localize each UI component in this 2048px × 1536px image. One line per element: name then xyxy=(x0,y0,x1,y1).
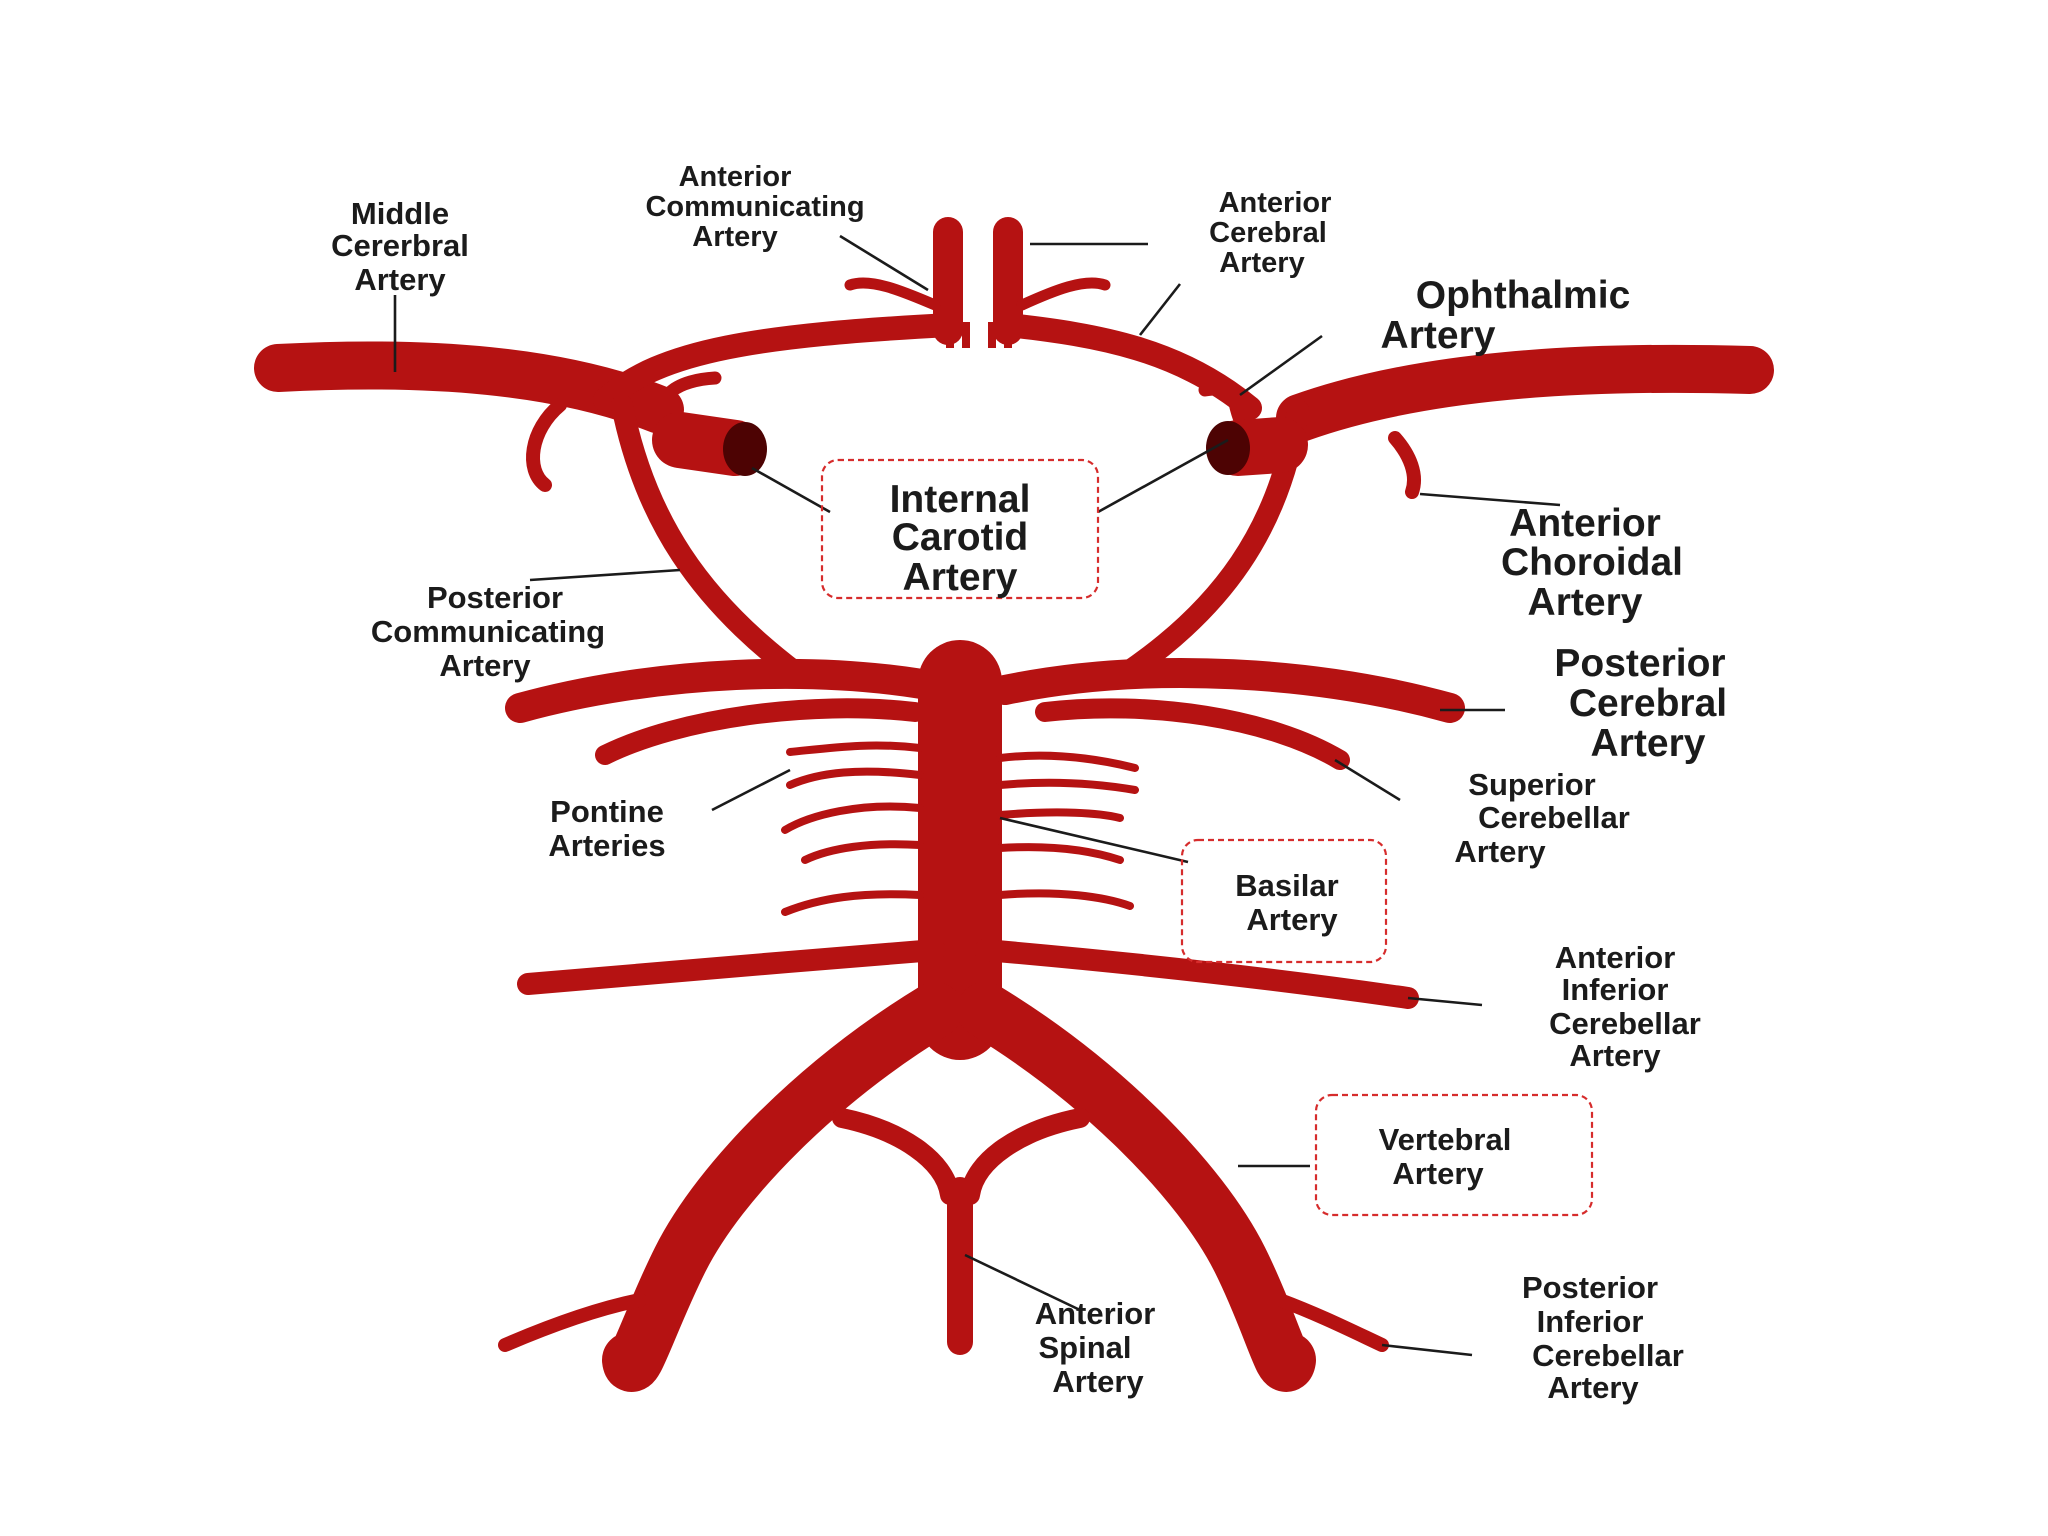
anterior-inferior-cerebellar-artery-right xyxy=(974,939,1419,1009)
label-line: Posterior xyxy=(1522,1270,1658,1305)
label-line: Artery xyxy=(1528,581,1643,624)
label-line: Cerebral xyxy=(1209,217,1327,249)
label-line: Cerebral xyxy=(1569,682,1727,725)
label-line: Cerebellar xyxy=(1549,1006,1701,1041)
label-middle-cerebral-artery: Middle Cererbral Artery xyxy=(331,196,469,297)
posterior-cerebral-artery-right xyxy=(990,658,1465,723)
anterior-spinal-artery-right-branch xyxy=(960,1108,1090,1205)
label-line: Middle xyxy=(351,196,449,231)
label-line: Ophthalmic xyxy=(1416,274,1631,317)
label-line: Inferior xyxy=(1562,972,1669,1007)
label-vertebral-artery: Vertebral Artery xyxy=(1379,1122,1512,1191)
ophthalmic-artery-right xyxy=(1198,382,1247,427)
label-posterior-cerebral-artery: Posterior Cerebral Artery xyxy=(1554,642,1727,765)
label-line: Communicating xyxy=(371,614,605,649)
highlight-boxes xyxy=(820,458,1594,1217)
label-anterior-choroidal-artery: Anterior Choroidal Artery xyxy=(1501,502,1683,624)
basilar-highlight-box xyxy=(1180,838,1388,964)
ophthalmic-artery-left xyxy=(657,371,722,432)
superior-cerebellar-artery-left xyxy=(595,698,925,765)
label-superior-cerebellar-artery: Superior Cerebellar Artery xyxy=(1454,767,1629,869)
anterior-choroidal-artery-right xyxy=(1388,431,1421,499)
anterior-spinal-artery-left-branch xyxy=(832,1108,960,1205)
internal-carotid-highlight-box xyxy=(820,458,1100,600)
label-line: Inferior xyxy=(1537,1304,1644,1339)
label-line: Artery xyxy=(1569,1038,1661,1073)
vertebral-highlight-box xyxy=(1314,1093,1594,1217)
label-line: Internal xyxy=(890,478,1031,521)
label-line: Anterior xyxy=(1509,502,1661,545)
label-line: Artery xyxy=(692,221,777,253)
label-line: Superior xyxy=(1468,767,1595,802)
anterior-cerebral-artery-right-branch xyxy=(1016,277,1111,311)
anterior-communicating-artery-vessels xyxy=(946,322,1012,348)
label-line: Basilar xyxy=(1235,868,1338,903)
anterior-choroidal-artery-left xyxy=(526,398,567,492)
label-anterior-spinal-artery: Anterior Spinal Artery xyxy=(1035,1296,1156,1399)
label-line: Cererbral xyxy=(331,228,469,263)
anterior-inferior-cerebellar-artery-left xyxy=(517,939,946,995)
vertebral-artery-right xyxy=(957,982,1316,1392)
label-line: Posterior xyxy=(427,580,563,615)
label-line: Anterior xyxy=(1555,940,1676,975)
vertebral-artery-left xyxy=(602,982,963,1392)
label-anterior-cerebral-artery: Anterior Cerebral Artery xyxy=(1209,187,1331,279)
label-posterior-inferior-cerebellar-artery: Posterior Inferior Cerebellar Artery xyxy=(1522,1270,1684,1405)
label-line: Anterior xyxy=(1035,1296,1156,1331)
posterior-inferior-cerebellar-artery-left xyxy=(498,1293,647,1352)
label-line: Artery xyxy=(1219,247,1304,279)
internal-carotid-artery-right xyxy=(1206,417,1308,476)
label-line: Artery xyxy=(903,556,1018,599)
label-line: Carotid xyxy=(892,516,1029,559)
label-internal-carotid-artery: Internal Carotid Artery xyxy=(890,478,1031,599)
label-line: Cerebellar xyxy=(1532,1338,1684,1373)
label-basilar-artery: Basilar Artery xyxy=(1235,868,1338,937)
label-line: Communicating xyxy=(645,191,864,223)
label-anterior-communicating-artery: Anterior Communicating Artery xyxy=(645,161,864,253)
anterior-cerebral-artery-right-arc xyxy=(996,313,1262,420)
label-line: Cerebellar xyxy=(1478,800,1630,835)
label-line: Artery xyxy=(1052,1364,1144,1399)
label-line: Anterior xyxy=(679,161,792,193)
posterior-cerebral-artery-left xyxy=(505,658,970,723)
label-line: Artery xyxy=(439,648,531,683)
label-line: Spinal xyxy=(1038,1330,1131,1365)
leader-lines xyxy=(393,234,1561,1357)
label-line: Artery xyxy=(1246,902,1338,937)
middle-cerebral-artery-right xyxy=(1276,344,1774,442)
label-line: Vertebral xyxy=(1379,1122,1512,1157)
label-posterior-communicating-artery: Posterior Communicating Artery xyxy=(371,580,605,683)
label-line: Artery xyxy=(1547,1370,1639,1405)
label-line: Artery xyxy=(354,262,446,297)
anterior-communicating-artery-left-branch xyxy=(844,277,941,311)
label-line: Posterior xyxy=(1554,642,1725,685)
label-anterior-inferior-cerebellar-artery: Anterior Inferior Cerebellar Artery xyxy=(1549,940,1701,1073)
label-line: Artery xyxy=(1381,314,1496,357)
label-line: Choroidal xyxy=(1501,541,1683,584)
artery-vessels xyxy=(254,217,1774,1392)
label-line: Pontine xyxy=(550,794,664,829)
posterior-inferior-cerebellar-artery-right xyxy=(1273,1293,1389,1352)
label-line: Artery xyxy=(1591,722,1706,765)
label-line: Arteries xyxy=(548,828,665,863)
label-line: Artery xyxy=(1392,1156,1484,1191)
label-line: Artery xyxy=(1454,834,1546,869)
pontine-artery-vessels xyxy=(781,741,1139,916)
label-pontine-arteries: Pontine Arteries xyxy=(548,794,665,863)
label-ophthalmic-artery: Ophthalmic Artery xyxy=(1381,274,1631,357)
label-line: Anterior xyxy=(1219,187,1332,219)
posterior-communicating-artery-left xyxy=(611,394,806,683)
superior-cerebellar-artery-right xyxy=(1035,698,1350,770)
internal-carotid-artery-left xyxy=(652,412,767,476)
anterior-cerebral-artery-left-arc xyxy=(593,313,962,412)
